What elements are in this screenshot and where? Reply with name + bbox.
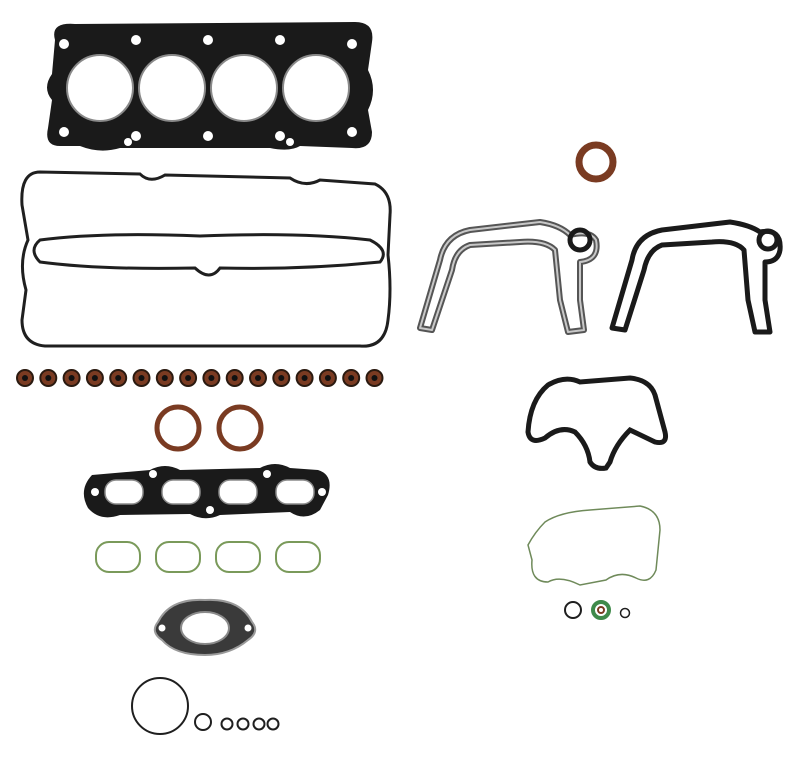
valve-stem-seal-hole: [91, 375, 98, 381]
intake-port-seals: [95, 541, 321, 573]
crankshaft-seal: [575, 141, 617, 183]
valve-stem-seal-hole: [301, 375, 308, 381]
valve-stem-seal-hole: [161, 375, 168, 381]
water-pump-gasket: [525, 375, 668, 471]
valve-stem-seal-hole: [22, 375, 28, 381]
o-rings-left: [131, 677, 280, 735]
valve-stem-seal-hole: [138, 375, 145, 381]
valve-stem-seals: [16, 369, 384, 387]
valve-stem-seal-hole: [371, 375, 378, 381]
intake-manifold-gasket: [83, 464, 330, 519]
camshaft-seals: [154, 404, 264, 452]
valve-stem-seal-hole: [185, 375, 192, 381]
valve-stem-seal-hole: [324, 375, 331, 381]
cylinder-head-gasket: [47, 22, 373, 151]
o-rings-right: [564, 600, 631, 620]
timing-cover-gaskets: [417, 219, 783, 335]
valve-stem-seal-hole: [115, 375, 122, 381]
exhaust-flange-gasket: [153, 598, 257, 657]
valve-stem-seal-hole: [278, 375, 285, 381]
valve-stem-seal-hole: [255, 375, 261, 381]
valve-cover-gasket: [20, 170, 392, 348]
valve-stem-seal-hole: [208, 375, 215, 381]
valve-stem-seal-hole: [348, 375, 355, 381]
oil-pan-seal: [527, 505, 661, 586]
valve-stem-seal-hole: [45, 375, 52, 381]
valve-stem-seal-hole: [68, 375, 75, 381]
valve-stem-seal-hole: [231, 375, 238, 381]
